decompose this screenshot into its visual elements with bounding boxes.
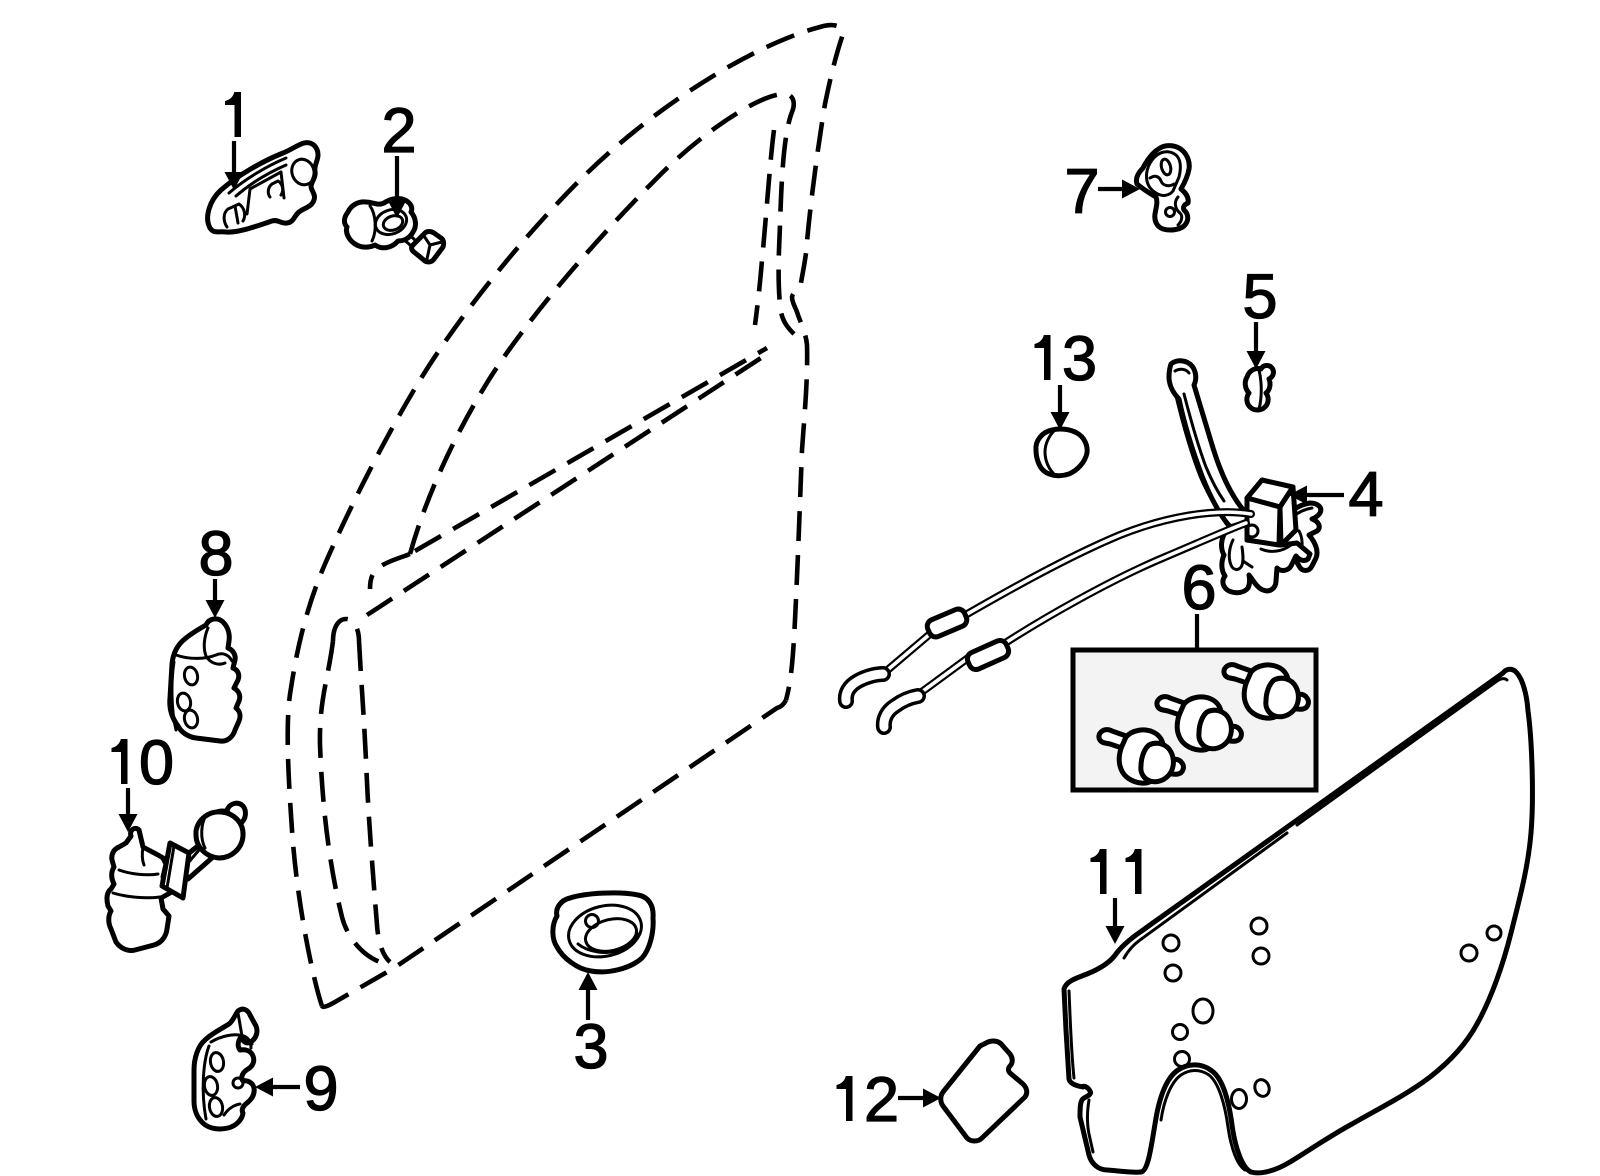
- svg-text:3: 3: [573, 1012, 608, 1082]
- svg-text:6: 6: [1181, 553, 1216, 623]
- svg-text:0: 0: [139, 728, 174, 798]
- svg-text:7: 7: [1064, 157, 1099, 227]
- svg-text:8: 8: [198, 519, 233, 589]
- svg-text:2: 2: [864, 1065, 899, 1135]
- svg-text:2: 2: [381, 96, 416, 166]
- svg-text:3: 3: [1062, 324, 1097, 394]
- svg-text:5: 5: [1242, 262, 1277, 332]
- svg-text:9: 9: [303, 1054, 338, 1124]
- svg-text:4: 4: [1348, 460, 1383, 530]
